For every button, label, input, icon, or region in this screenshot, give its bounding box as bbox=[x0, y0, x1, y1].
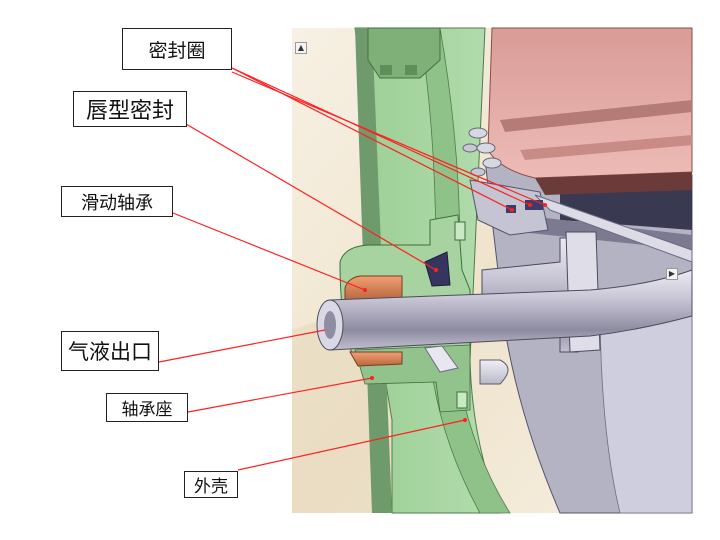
rotor-groove bbox=[500, 100, 692, 132]
label-outer-shell: 外壳 bbox=[184, 471, 238, 498]
shell-bolt bbox=[405, 65, 417, 75]
leader-endpoints bbox=[363, 203, 547, 422]
rotor-groove bbox=[520, 135, 692, 160]
sliding-bearing-lower bbox=[349, 351, 403, 367]
shell-bolt bbox=[380, 65, 392, 75]
label-seal-ring: 密封圈 bbox=[122, 28, 232, 70]
rotor-housing bbox=[487, 27, 693, 179]
scroll-right-icon[interactable]: ▶ bbox=[666, 268, 678, 280]
outlet-tube-bore bbox=[324, 311, 336, 339]
leader-lip-seal bbox=[185, 123, 437, 271]
bolt-stack bbox=[462, 127, 502, 177]
leader-seal-ring-c bbox=[231, 71, 546, 206]
housing-fastener bbox=[454, 221, 466, 241]
outlet-tube bbox=[329, 269, 693, 351]
label-gas-liquid-outlet: 气液出口 bbox=[61, 331, 159, 371]
leader-shell bbox=[237, 419, 466, 471]
label-bearing-seat: 轴承座 bbox=[106, 393, 188, 422]
sliding-bearing-upper bbox=[344, 275, 403, 301]
lip-seal-lower bbox=[424, 345, 459, 373]
label-sliding-bearing: 滑动轴承 bbox=[61, 186, 173, 217]
scroll-up-icon[interactable]: ▲ bbox=[295, 42, 307, 54]
housing-fastener bbox=[456, 391, 468, 409]
dome-plug bbox=[479, 359, 509, 385]
leader-bearing-seat bbox=[187, 377, 373, 413]
leader-lines bbox=[158, 67, 546, 471]
leader-sliding-bearing bbox=[172, 212, 366, 291]
leader-seal-ring-a bbox=[231, 67, 531, 206]
leader-outlet bbox=[158, 329, 326, 363]
label-lip-seal: 唇型密封 bbox=[73, 91, 187, 127]
rotor-dark-band bbox=[535, 172, 692, 195]
seal-ring bbox=[525, 200, 543, 210]
